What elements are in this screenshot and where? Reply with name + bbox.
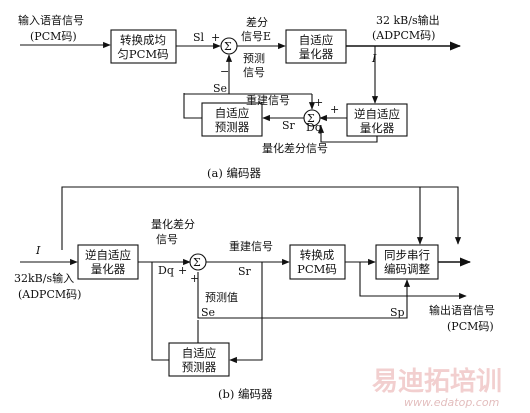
enc-recon-plus: +	[314, 96, 323, 109]
enc-diff-label-1: 差分	[246, 15, 268, 29]
dec-pcm-convert-box	[289, 244, 346, 280]
dec-caption: (b) 编码器	[218, 387, 273, 401]
dec-i-label: I	[35, 244, 41, 257]
enc-predictor-box	[201, 102, 263, 137]
enc-se-line	[183, 93, 202, 119]
watermark: 易迪拓培训 www.edatop.com	[372, 367, 502, 409]
enc-quantizer-box	[285, 29, 347, 64]
enc-inverse-label-1: 逆自适应	[354, 107, 400, 121]
dec-predictor-label-2: 预测器	[182, 360, 217, 374]
enc-i-label: I	[371, 52, 377, 65]
dec-recon-label: 重建信号	[229, 239, 273, 253]
dec-qdiff-label-2: 信号	[156, 233, 178, 246]
dec-sync-label-2: 编码调整	[384, 262, 430, 276]
enc-convert-label-2: 匀PCM码	[117, 47, 168, 61]
dec-output-label-1: 输出语音信号	[429, 303, 495, 317]
watermark-url: www.edatop.com	[404, 396, 499, 409]
dec-sr-label: Sr	[238, 265, 252, 278]
enc-sum-minus: −	[220, 65, 229, 78]
enc-caption: (a) 编码器	[207, 166, 261, 180]
enc-diff-label-2: 信号E	[241, 30, 271, 43]
dec-input-label-2: (ADPCM码)	[18, 288, 81, 301]
enc-qdiff-line	[317, 125, 378, 143]
dec-predictor-box	[168, 342, 230, 377]
dec-predictor-label-1: 自适应	[182, 346, 217, 360]
dec-inverse-quantizer-box	[77, 244, 139, 280]
enc-pred-label-2: 信号	[243, 66, 265, 79]
enc-predictor-label-2: 预测器	[215, 120, 250, 134]
dec-input-label-1: 32kB/s输入	[14, 271, 74, 285]
enc-sum-plus: +	[211, 31, 220, 44]
dec-qdiff-label-1: 量化差分	[151, 217, 195, 231]
dec-se-bus	[197, 272, 411, 319]
dec-output-label-2: (PCM码)	[447, 320, 494, 333]
enc-sum-sigma: Σ	[224, 40, 232, 53]
dec-se-plus: +	[190, 272, 199, 285]
enc-sl-label: Sl	[193, 31, 205, 44]
dec-top-bus	[61, 186, 459, 250]
decoder-diagram: I 32kB/s输入 (ADPCM码) 逆自适应 量化器 量化差分 信号 Dq …	[14, 186, 495, 401]
enc-inverse-quantizer-box	[346, 103, 408, 137]
enc-dq-plus: +	[330, 103, 339, 116]
enc-se-label: Se	[213, 82, 227, 95]
dec-pcm-label-1: 转换成	[300, 248, 335, 262]
enc-quantizer-label-1: 自适应	[299, 33, 334, 47]
dec-sp-label: Sp	[390, 306, 405, 319]
dec-dq-plus: +	[178, 264, 187, 277]
enc-input-label-2: (PCM码)	[30, 30, 77, 43]
enc-input-label-1: 输入语音信号	[18, 13, 84, 27]
enc-predictor-label-1: 自适应	[215, 106, 250, 120]
enc-recon-sigma: Σ	[307, 112, 315, 125]
enc-dq-label: Dq	[306, 121, 322, 134]
watermark-brand: 易迪拓培训	[372, 367, 502, 397]
enc-inverse-label-2: 量化器	[360, 121, 395, 135]
dec-pred-dq-line	[151, 262, 169, 361]
dec-inverse-label-2: 量化器	[91, 262, 126, 276]
enc-output-label-1: 32 kB/s输出	[376, 13, 440, 27]
enc-output-label-2: (ADPCM码)	[372, 29, 435, 42]
dec-se-label: Se	[201, 306, 215, 319]
enc-quantizer-label-2: 量化器	[299, 47, 334, 61]
dec-pred-value-label: 预测值	[205, 291, 238, 304]
dec-inverse-label-1: 逆自适应	[85, 248, 131, 262]
dec-sync-label-1: 同步串行	[384, 248, 430, 262]
dec-sr-to-pred-arrow	[229, 262, 263, 364]
enc-pred-label-1: 预测	[243, 52, 265, 65]
enc-recon-label: 重建信号	[246, 93, 290, 107]
enc-qdiff-label: 量化差分信号	[262, 141, 328, 155]
dec-sp-arrow	[359, 262, 467, 300]
dec-sum-sigma: Σ	[193, 256, 201, 269]
encoder-diagram: 输入语音信号 (PCM码) 转换成均 匀PCM码 Sl + Σ 差分 信号E 预…	[18, 13, 462, 180]
dec-pcm-label-2: PCM码	[297, 262, 337, 276]
enc-convert-label-1: 转换成均	[120, 33, 166, 47]
enc-sr-label: Sr	[282, 119, 296, 132]
dec-dq-label: Dq	[158, 264, 174, 277]
